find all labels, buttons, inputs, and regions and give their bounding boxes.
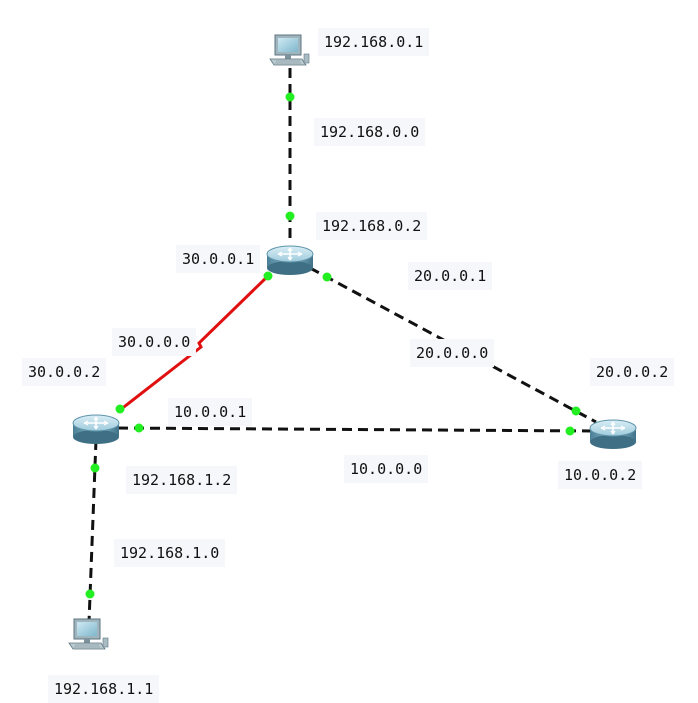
port-dot [90, 463, 100, 473]
port-dot [115, 404, 125, 414]
port-dot [263, 271, 273, 281]
network-top-lan-label: 192.168.0.0 [314, 118, 426, 146]
router-right-to-top-ip-label: 20.0.0.2 [590, 358, 675, 386]
port-dot [565, 426, 575, 436]
port-dot [85, 589, 95, 599]
network-top-left-label: 30.0.0.0 [112, 328, 197, 356]
router-top-serial-ip-label: 30.0.0.1 [176, 245, 261, 273]
router-top-lan-ip-label: 192.168.0.2 [316, 212, 428, 240]
router-right-to-left-ip-label: 10.0.0.2 [558, 461, 643, 489]
link-router-left-router-right[interactable] [117, 426, 593, 433]
network-left-right-label: 10.0.0.0 [344, 455, 429, 483]
pc-bottom-ip-label: 192.168.1.1 [48, 675, 160, 703]
link-router-top-router-left[interactable] [119, 274, 270, 412]
router-left-lan-ip-label: 192.168.1.2 [126, 466, 238, 494]
router-icon[interactable] [266, 245, 314, 276]
router-left-serial-ip-label: 30.0.0.2 [22, 358, 107, 386]
port-indicators [85, 92, 581, 599]
pc-icon[interactable] [68, 618, 109, 650]
router-left-to-right-ip-label: 10.0.0.1 [168, 398, 253, 426]
pc-icon[interactable] [269, 34, 310, 66]
router-top-to-right-ip-label: 20.0.0.1 [408, 262, 493, 290]
port-dot [285, 211, 295, 221]
port-dot [322, 272, 332, 282]
network-top-right-label: 20.0.0.0 [410, 339, 495, 367]
network-bottom-lan-label: 192.168.1.0 [114, 539, 226, 567]
router-icon[interactable] [589, 419, 637, 450]
port-dot [134, 423, 144, 433]
router-icon[interactable] [72, 414, 120, 445]
port-dot [571, 406, 581, 416]
port-dot [285, 92, 295, 102]
pc-top-ip-label: 192.168.0.1 [318, 28, 430, 56]
